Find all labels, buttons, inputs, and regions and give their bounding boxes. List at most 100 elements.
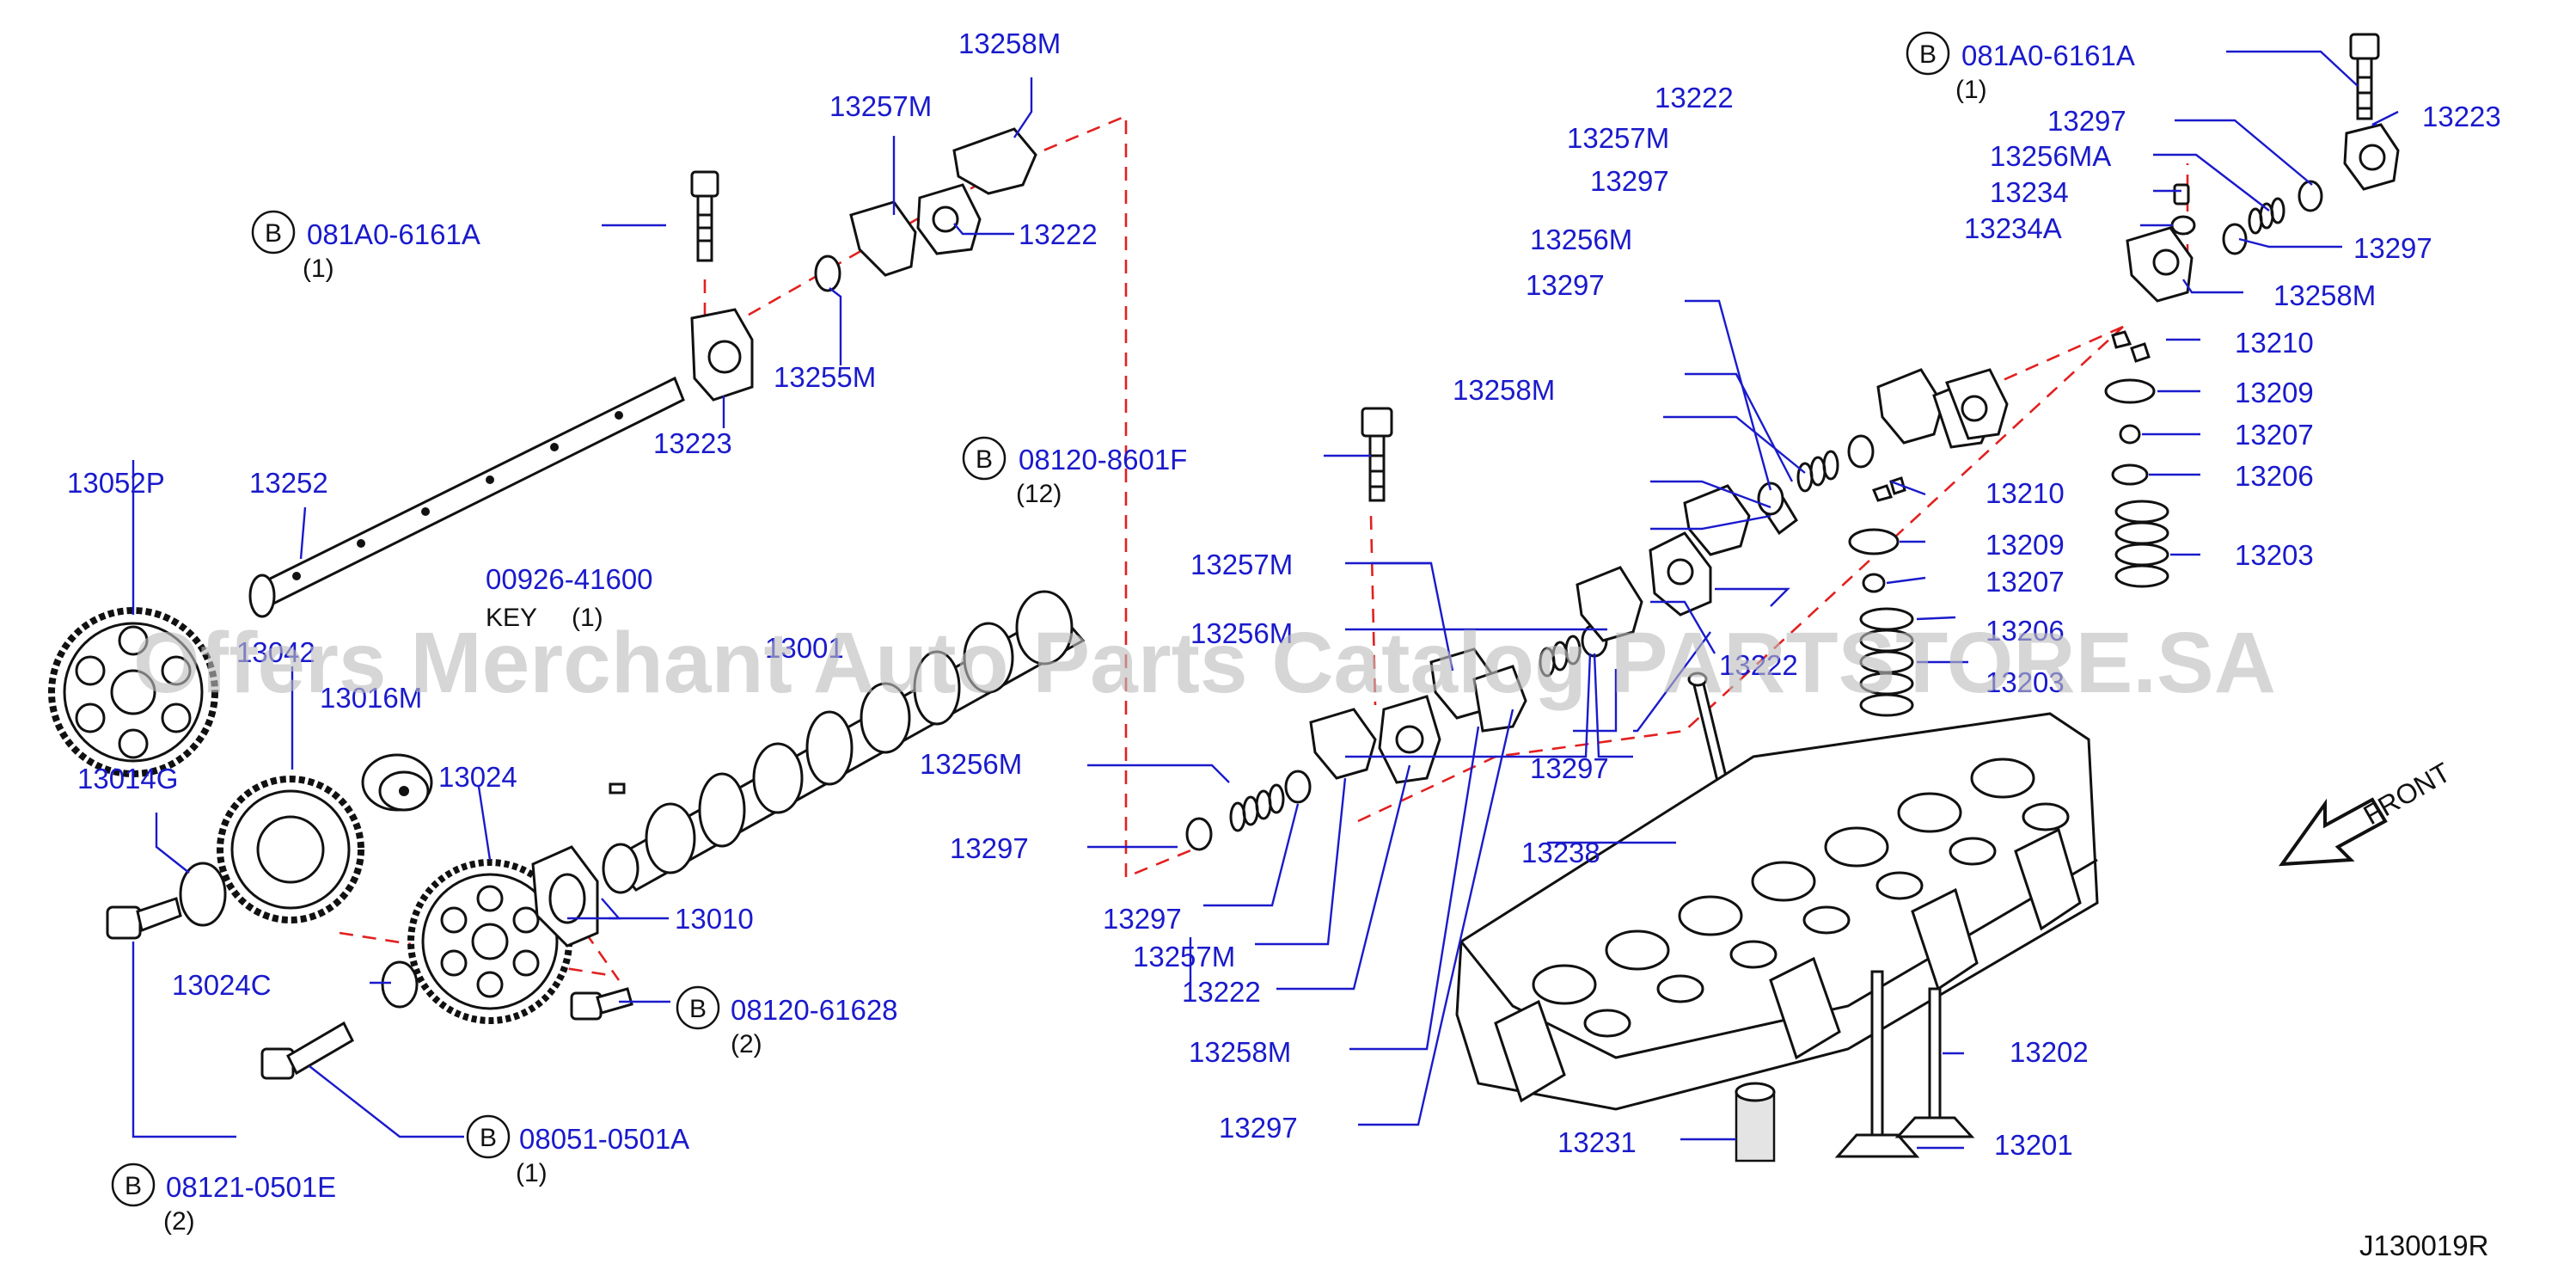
cylinder-head	[1455, 712, 2099, 1111]
rocker-arm-top-left	[849, 127, 1037, 277]
front-label: FRONT	[2359, 757, 2456, 831]
bolt-badge-081A0-left: B 081A0-6161A (1)	[251, 210, 480, 283]
valve-intake	[1834, 970, 1920, 1158]
callout-13258M-b: 13258M	[1189, 1036, 1291, 1068]
callout-13238: 13238	[1521, 837, 1600, 868]
front-arrow-icon	[2278, 797, 2388, 867]
svg-text:08120-8601F: 08120-8601F	[1019, 444, 1187, 475]
callout-13222-d: 13222	[1655, 82, 1734, 113]
rocker-bracket-left	[690, 308, 754, 402]
svg-text:(1): (1)	[303, 255, 334, 283]
callout-13206-b: 13206	[2235, 460, 2314, 492]
callout-13024C: 13024C	[172, 969, 272, 1001]
thrust-washer	[179, 862, 227, 927]
callout-13010: 13010	[675, 903, 754, 935]
middle-rocker-assembly	[1185, 368, 2009, 851]
svg-text:(1): (1)	[1955, 76, 1987, 104]
callout-13231: 13231	[1557, 1126, 1637, 1158]
callout-13234A: 13234A	[1964, 212, 2062, 244]
svg-text:08121-0501E: 08121-0501E	[166, 1171, 336, 1203]
callout-13222: 13222	[1019, 218, 1098, 250]
callout-13234: 13234	[1990, 176, 2069, 208]
bolt-08121	[106, 897, 182, 940]
callout-13256M-b: 13256M	[1190, 617, 1293, 649]
callout-13042: 13042	[236, 636, 315, 668]
diagram-code: J130019R	[2359, 1230, 2488, 1261]
svg-text:B: B	[689, 995, 707, 1023]
svg-text:(12): (12)	[1016, 480, 1062, 508]
callout-13202: 13202	[2010, 1036, 2089, 1068]
callout-13016M: 13016M	[320, 682, 422, 714]
svg-text:(2): (2)	[163, 1207, 195, 1236]
leader-lines	[132, 50, 2399, 1150]
callout-labels: 13258M 13257M 13222 13255M 13223 13052P …	[67, 28, 2501, 1161]
shaft-bushing	[361, 753, 433, 812]
callout-13209: 13209	[1986, 529, 2065, 561]
callout-13257M-c: 13257M	[1190, 549, 1293, 580]
camshaft-sprocket	[407, 859, 572, 1024]
camshaft	[602, 590, 1086, 894]
bolt-badge-08121-0501E: B 08121-0501E (2)	[111, 1163, 336, 1236]
rocker-shaft	[248, 376, 685, 618]
crank-gear	[217, 776, 364, 923]
woodruff-key	[609, 782, 626, 794]
valve-spring-stack-right	[2104, 378, 2169, 588]
thrust-plate	[531, 845, 599, 948]
callout-00926-41600: 00926-41600	[486, 563, 653, 595]
callout-13257M-d: 13257M	[1567, 122, 1669, 154]
callout-13258M-d: 13258M	[2273, 279, 2376, 311]
callout-13257M-b: 13257M	[1133, 941, 1235, 972]
svg-text:08051-0501A: 08051-0501A	[519, 1123, 689, 1155]
rocker-bracket-right	[2343, 123, 2400, 191]
bolt-badge-081A0-right: B 081A0-6161A (1)	[1906, 31, 2135, 104]
callout-13297: 13297	[950, 832, 1029, 864]
callout-13297-f: 13297	[1526, 269, 1605, 301]
callout-13252: 13252	[249, 467, 328, 499]
callout-13297-g: 13297	[2047, 105, 2126, 137]
callout-13223-b: 13223	[2422, 101, 2501, 132]
svg-text:B: B	[1919, 40, 1937, 69]
svg-text:B: B	[976, 445, 993, 474]
bolt-08051	[260, 1021, 354, 1080]
callout-13222-c: 13222	[1719, 649, 1798, 681]
callout-13201: 13201	[1994, 1129, 2073, 1161]
callout-13203: 13203	[1986, 666, 2065, 698]
callout-13210-b: 13210	[2235, 327, 2314, 359]
right-rocker-parts	[2111, 180, 2323, 363]
callout-key-qty: (1)	[572, 604, 603, 632]
spring-washer	[814, 255, 841, 292]
svg-text:(2): (2)	[731, 1030, 762, 1058]
callout-13256MA: 13256MA	[1990, 140, 2111, 172]
svg-text:08120-61628: 08120-61628	[731, 994, 898, 1026]
callout-13258M-c: 13258M	[1453, 374, 1555, 406]
callout-13207: 13207	[1986, 566, 2065, 598]
callout-13297-b: 13297	[1103, 903, 1182, 935]
bolt-08120-61628	[570, 987, 633, 1021]
bolt-081A0-right	[2349, 33, 2380, 120]
svg-text:B: B	[265, 219, 282, 248]
callout-13203-b: 13203	[2235, 539, 2314, 571]
svg-text:B: B	[480, 1124, 497, 1152]
watermark-text: Offers Merchant Auto Parts Catalog PARTS…	[133, 615, 2276, 711]
callout-13258M: 13258M	[958, 28, 1061, 59]
svg-text:B: B	[125, 1172, 142, 1200]
callout-13256M: 13256M	[920, 748, 1022, 780]
callout-13256M-c: 13256M	[1530, 224, 1632, 255]
bolt-08120-8601F	[1361, 407, 1393, 502]
callout-13297-c: 13297	[1219, 1112, 1298, 1144]
valve-spring-stack-middle	[1848, 476, 1914, 717]
svg-text:081A0-6161A: 081A0-6161A	[307, 218, 480, 250]
callout-13052P: 13052P	[67, 467, 165, 499]
bolt-081A0-left	[690, 170, 719, 262]
svg-text:(1): (1)	[516, 1159, 548, 1187]
callout-13297-h: 13297	[2353, 232, 2432, 264]
svg-text:081A0-6161A: 081A0-6161A	[1961, 40, 2135, 71]
spacer	[381, 960, 419, 1009]
callout-13024: 13024	[438, 761, 517, 793]
callout-13223: 13223	[653, 427, 732, 459]
valve-guide	[1735, 1082, 1776, 1163]
callout-13255M: 13255M	[774, 361, 876, 393]
callout-13297-d: 13297	[1530, 752, 1609, 784]
bolt-badge-08120-8601F: B 08120-8601F (12)	[962, 436, 1187, 508]
